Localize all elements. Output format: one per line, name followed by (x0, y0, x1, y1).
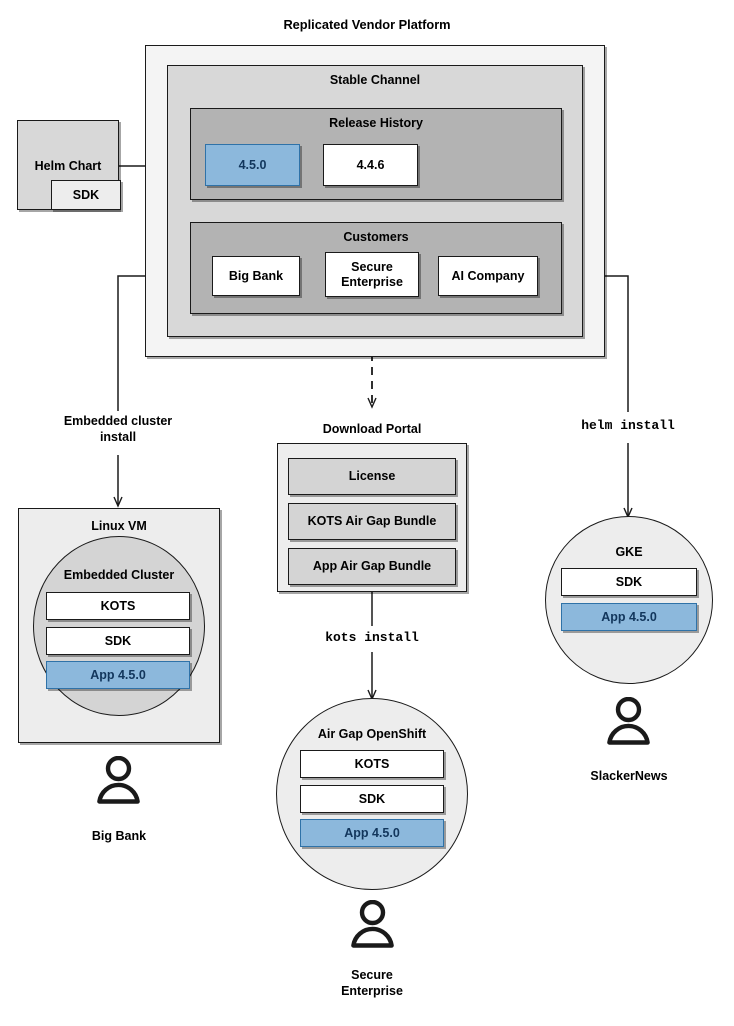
edge-label-embedded-cluster-install: Embedded cluster install (48, 414, 188, 445)
target-gke-circle: GKE (545, 516, 713, 684)
user-label-secure-enterprise: Secure Enterprise (312, 968, 432, 999)
openshift-component-kots[interactable]: KOTS (300, 750, 444, 778)
release-version-previous: 4.4.6 (356, 157, 385, 172)
customer-big-bank[interactable]: Big Bank (212, 256, 300, 296)
helm-chart-sdk-box[interactable]: SDK (51, 180, 121, 210)
customer-secure-enterprise[interactable]: Secure Enterprise (325, 252, 419, 297)
embedded-cluster-label: Embedded Cluster (63, 568, 175, 582)
download-portal-artifact-app-bundle[interactable]: App Air Gap Bundle (288, 548, 456, 585)
customer-ai-company[interactable]: AI Company (438, 256, 538, 296)
gke-component-app[interactable]: App 4.5.0 (561, 603, 697, 631)
openshift-component-sdk[interactable]: SDK (300, 785, 444, 813)
download-portal-artifact-license-label: License (348, 469, 396, 484)
customer-secure-enterprise-label-line2: Enterprise (341, 274, 403, 289)
customer-ai-company-label: AI Company (451, 268, 525, 283)
linux-vm-component-sdk[interactable]: SDK (46, 627, 190, 655)
download-portal-artifact-kots-bundle-label: KOTS Air Gap Bundle (307, 514, 437, 529)
user-label-secure-enterprise-line2: Enterprise (341, 983, 403, 998)
diagram-title: Replicated Vendor Platform (283, 17, 451, 32)
stable-channel-label: Stable Channel (329, 73, 421, 87)
customers-label: Customers (343, 230, 409, 244)
helm-chart-label: Helm Chart (34, 159, 102, 173)
linux-vm-component-kots-label: KOTS (100, 598, 136, 613)
user-label-secure-enterprise-line1: Secure (351, 968, 393, 982)
target-gke-label: GKE (615, 545, 643, 559)
edge-label-embedded-cluster-install-line1: Embedded cluster (63, 414, 173, 428)
target-air-gap-openshift-label: Air Gap OpenShift (317, 727, 427, 741)
linux-vm-component-app[interactable]: App 4.5.0 (46, 661, 190, 689)
helm-chart-sdk-label: SDK (72, 187, 100, 202)
linux-vm-component-app-label: App 4.5.0 (90, 667, 146, 682)
gke-component-sdk[interactable]: SDK (561, 568, 697, 596)
release-history-label: Release History (329, 116, 423, 130)
release-box-current[interactable]: 4.5.0 (205, 144, 300, 186)
openshift-component-sdk-label: SDK (358, 791, 386, 806)
download-portal-artifact-app-bundle-label: App Air Gap Bundle (312, 559, 432, 574)
edge-label-helm-install: helm install (581, 418, 675, 433)
openshift-component-kots-label: KOTS (354, 756, 390, 771)
user-icon-slackernews (606, 696, 651, 745)
edge-label-kots-install: kots install (325, 630, 419, 645)
user-label-slackernews: SlackerNews (590, 769, 668, 783)
download-portal-artifact-license[interactable]: License (288, 458, 456, 495)
download-portal-title: Download Portal (322, 422, 422, 436)
release-box-previous[interactable]: 4.4.6 (323, 144, 418, 186)
openshift-component-app-label: App 4.5.0 (344, 825, 400, 840)
target-linux-vm-label: Linux VM (91, 519, 147, 533)
user-label-big-bank: Big Bank (91, 829, 147, 843)
gke-component-app-label: App 4.5.0 (601, 609, 657, 624)
linux-vm-component-sdk-label: SDK (104, 633, 132, 648)
customer-big-bank-label: Big Bank (228, 268, 284, 283)
customer-secure-enterprise-label-line1: Secure (351, 259, 393, 274)
edge-label-embedded-cluster-install-line2: install (99, 429, 137, 444)
gke-component-sdk-label: SDK (615, 574, 643, 589)
embedded-cluster-circle: Embedded Cluster (33, 536, 205, 716)
user-icon-secure-enterprise (350, 899, 395, 948)
user-icon-big-bank (96, 755, 141, 804)
linux-vm-component-kots[interactable]: KOTS (46, 592, 190, 620)
download-portal-artifact-kots-bundle[interactable]: KOTS Air Gap Bundle (288, 503, 456, 540)
release-version-current: 4.5.0 (238, 157, 267, 172)
openshift-component-app[interactable]: App 4.5.0 (300, 819, 444, 847)
